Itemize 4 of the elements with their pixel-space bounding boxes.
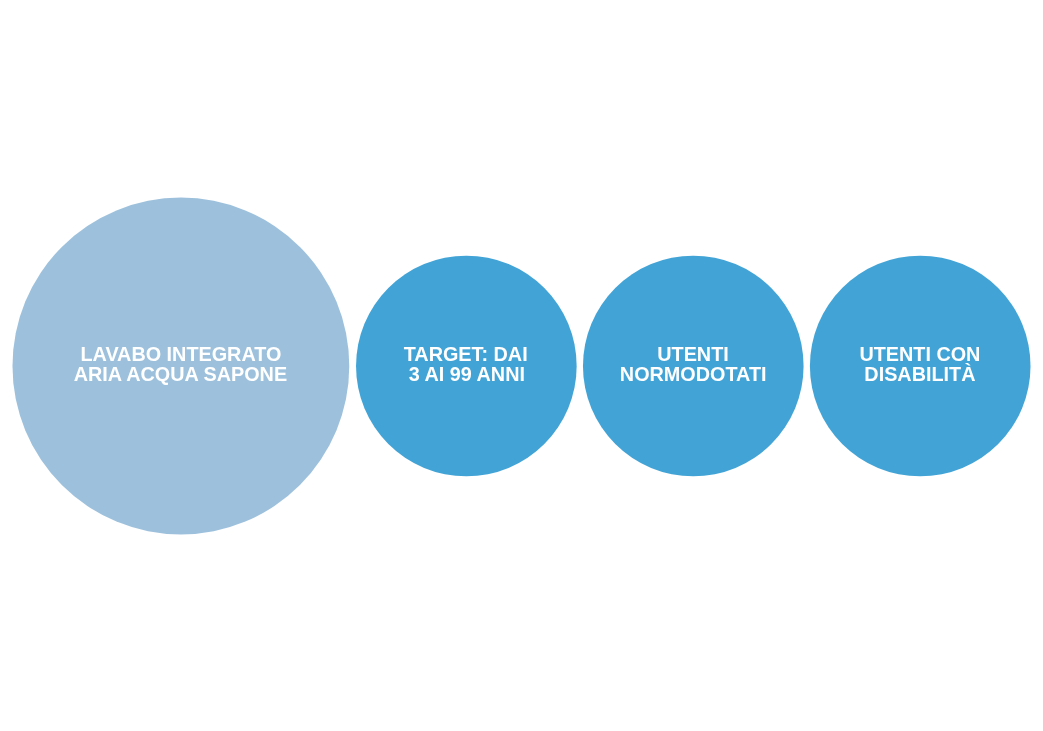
node-circle: UTENTI NORMODOTATI [582,255,804,476]
node-circle: TARGET: DAI 3 AI 99 ANNI [356,255,577,476]
node-circle: LAVABO INTEGRATO ARIA ACQUA SAPONE [12,197,350,534]
node-circle: UTENTI CON DISABILITÀ [809,255,1031,476]
